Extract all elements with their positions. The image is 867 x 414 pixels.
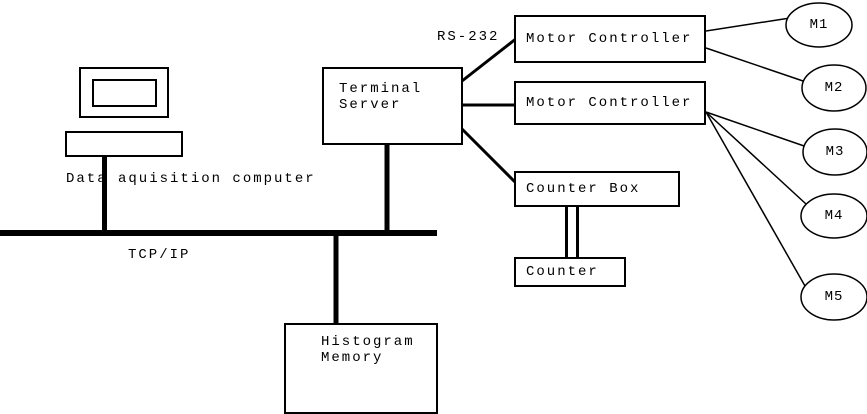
link-controller2-m4	[705, 111, 807, 205]
link-controller2-m5	[705, 111, 806, 287]
motor-m1-ellipse	[785, 2, 853, 48]
motor-m4-ellipse	[800, 193, 867, 239]
link-controller2-m3	[705, 111, 808, 148]
counter-box: Counter	[514, 257, 626, 287]
motor-controller-2-box: Motor Controller	[514, 81, 706, 125]
motor-m5-label: M5	[824, 289, 844, 305]
data-acquisition-computer-label: Data aquisition computer	[66, 171, 316, 187]
motor-m2-ellipse	[801, 64, 867, 112]
histogram-memory-box: Histogram Memory	[284, 323, 438, 414]
motor-m4-label: M4	[824, 208, 844, 224]
motor-controller-1-box: Motor Controller	[514, 15, 706, 63]
motor-m2-label: M2	[824, 80, 844, 96]
motor-m3-ellipse	[802, 128, 867, 176]
rs232-link-counter-box	[460, 127, 519, 186]
motor-m3-label: M3	[825, 144, 845, 160]
motor-m1-label: M1	[809, 17, 829, 33]
rs232-label: RS-232	[437, 29, 500, 45]
computer-screen-icon	[92, 79, 157, 107]
computer-keyboard-icon	[65, 131, 183, 157]
motor-m5-ellipse	[800, 273, 867, 321]
terminal-server-box: Terminal Server	[322, 67, 463, 145]
counter-box-box: Counter Box	[514, 171, 680, 207]
link-controller1-m1	[705, 17, 791, 32]
link-controller1-m2	[705, 47, 807, 83]
rs232-link-controller1	[461, 36, 518, 83]
tcpip-bus-label: TCP/IP	[128, 247, 191, 263]
